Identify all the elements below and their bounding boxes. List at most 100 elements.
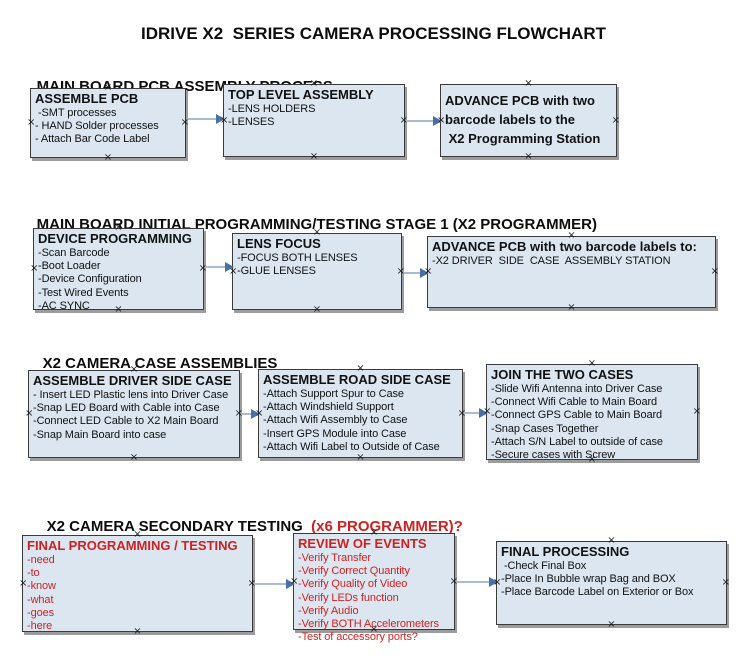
connection-point-icon: × xyxy=(312,304,322,315)
arrow-head-icon xyxy=(216,114,225,124)
box-top-level-assembly: × × × × TOP LEVEL ASSEMBLY -LENS HOLDERS… xyxy=(220,79,408,162)
connection-point-icon: × xyxy=(524,78,533,89)
box-item: -Slide Wifi Antenna into Driver Case xyxy=(491,383,663,395)
connection-point-icon: × xyxy=(587,454,597,465)
box-assemble-pcb: × × × × ASSEMBLE PCB -SMT processes - HA… xyxy=(27,83,189,163)
box-item: -Secure cases with Screw xyxy=(491,449,616,462)
connection-point-icon: × xyxy=(103,82,113,93)
box-item: - Insert LED Plastic lens into Driver Ca… xyxy=(33,389,229,401)
connection-point-icon: × xyxy=(356,363,365,374)
section-heading-text: X2 CAMERA SECONDARY TESTING xyxy=(46,518,312,535)
flow-arrow xyxy=(187,114,225,124)
box-item: -Connect LED Cable to X2 Main Board xyxy=(33,415,219,428)
box-title: TOP LEVEL ASSEMBLY xyxy=(228,87,374,102)
arrow-head-icon xyxy=(489,577,498,587)
box-item: -Place In Bubble wrap Bag and BOX xyxy=(501,573,676,586)
connection-point-icon: × xyxy=(103,152,113,163)
box-item: -Test of accessory ports? xyxy=(298,631,418,644)
connection-point-icon: × xyxy=(247,577,256,589)
box-review-of-events: × × × × REVIEW OF EVENTS -Verify Transfe… xyxy=(290,528,458,644)
arrow-head-icon xyxy=(225,262,234,272)
arrow-head-icon xyxy=(420,268,429,278)
box-item: -Place Barcode Label on Exterior or Box xyxy=(501,586,694,599)
box-title: REVIEW OF EVENTS xyxy=(298,536,427,551)
connection-point-icon: × xyxy=(524,151,533,162)
connection-point-icon: × xyxy=(220,114,229,126)
section-heading-text: X2 CAMERA CASE ASSEMBLIES xyxy=(42,355,278,372)
box-title: JOIN THE TWO CASES xyxy=(491,367,634,382)
box-item: -Verify Audio xyxy=(298,604,359,617)
box-item: -Scan Barcode xyxy=(38,247,110,259)
box-item: - Attach Bar Code Label xyxy=(35,133,150,146)
section-heading-case-assemblies: X2 CAMERA CASE ASSEMBLIES xyxy=(26,338,278,389)
flow-arrow xyxy=(241,409,260,419)
box-title: ADVANCE PCB with two barcode labels to: xyxy=(432,239,697,254)
box-assemble-road-side-case: × × × × ASSEMBLE ROAD SIDE CASE -Attach … xyxy=(255,364,466,463)
connection-point-icon: × xyxy=(114,304,123,315)
box-item: -AC SYNC xyxy=(38,299,90,312)
box-item: -Verify Transfer xyxy=(298,552,371,564)
box-item: -Attach Wifi Label to Outside of Case xyxy=(263,440,440,453)
connection-point-icon: × xyxy=(710,266,719,277)
flow-arrow xyxy=(205,262,234,272)
box-bold-line: ADVANCE PCB with two xyxy=(445,93,595,108)
flow-arrow xyxy=(464,408,488,418)
box-device-programming: × × × × DEVICE PROGRAMMING -Scan Barcode… xyxy=(30,223,207,315)
box-title: ASSEMBLE DRIVER SIDE CASE xyxy=(33,373,232,388)
arrow-head-icon xyxy=(479,408,488,418)
box-final-programming-testing: × × × × FINAL PROGRAMMING / TESTING -nee… xyxy=(19,530,256,637)
connection-point-icon: × xyxy=(424,266,433,277)
section-heading-secondary-testing: X2 CAMERA SECONDARY TESTING (x6 PROGRAMM… xyxy=(30,501,463,552)
box-item: -to xyxy=(27,567,40,580)
box-item: -Snap Cases Together xyxy=(491,422,599,435)
box-item: -Connect GPS Cable to Main Board xyxy=(491,409,663,422)
connection-point-icon: × xyxy=(692,406,701,417)
box-item: -X2 DRIVER SIDE CASE ASSEMBLY STATION xyxy=(432,255,671,267)
connection-point-icon: × xyxy=(19,577,28,589)
connection-point-icon: × xyxy=(129,364,139,375)
box-item: -Test Wired Events xyxy=(38,286,129,299)
box-advance-pcb-to-case-assembly: × × × × ADVANCE PCB with two barcode lab… xyxy=(424,231,719,313)
connection-point-icon: × xyxy=(309,78,319,89)
flow-arrow xyxy=(456,577,498,587)
box-item: -Verify Correct Quantity xyxy=(298,565,410,578)
connection-point-icon: × xyxy=(30,263,39,274)
connection-point-icon: × xyxy=(567,230,576,241)
box-item: -Insert GPS Module into Case xyxy=(263,427,407,440)
box-item: -here xyxy=(27,620,53,633)
connection-point-icon: × xyxy=(493,577,502,588)
box-bold-line: barcode labels to the xyxy=(445,112,576,127)
connection-point-icon: × xyxy=(567,302,576,313)
box-title: ASSEMBLE PCB xyxy=(35,91,139,106)
connection-point-icon: × xyxy=(27,117,36,128)
connection-point-icon: × xyxy=(133,626,142,637)
flow-arrow xyxy=(406,116,442,126)
box-title: FINAL PROGRAMMING / TESTING xyxy=(27,538,238,553)
connection-point-icon: × xyxy=(611,114,620,126)
connection-point-icon: × xyxy=(587,358,597,369)
box-item: -Verify BOTH Accelerometers xyxy=(298,618,439,631)
box-item: -LENS HOLDERS xyxy=(228,103,316,115)
box-item: -FOCUS BOTH LENSES xyxy=(237,252,358,264)
box-item: -Check Final Box xyxy=(501,560,587,572)
box-item: -Verify Quality of Video xyxy=(298,578,408,591)
box-item: -know xyxy=(27,580,56,593)
connection-point-icon: × xyxy=(229,265,238,277)
box-final-processing: × × × × FINAL PROCESSING -Check Final Bo… xyxy=(493,536,730,630)
connection-point-icon: × xyxy=(449,575,458,587)
connection-point-icon: × xyxy=(369,624,379,635)
box-item: -Device Configuration xyxy=(38,273,142,286)
box-item: -goes xyxy=(27,606,55,619)
connection-point-icon: × xyxy=(721,577,730,588)
connection-point-icon: × xyxy=(356,452,365,463)
box-item: -Connect Wifi Cable to Main Board xyxy=(491,396,658,409)
connection-point-icon: × xyxy=(114,222,123,233)
box-item: -Verify LEDs function xyxy=(298,591,399,604)
box-item: - HAND Solder processes xyxy=(35,120,159,133)
box-bold-line: X2 Programming Station xyxy=(445,131,601,146)
box-item: -Boot Loader xyxy=(38,260,101,273)
connection-point-icon: × xyxy=(133,529,142,540)
page-title: IDRIVE X2 SERIES CAMERA PROCESSING FLOWC… xyxy=(140,24,607,43)
connection-point-icon: × xyxy=(290,575,299,587)
box-item: -Attach Windshield Support xyxy=(263,401,394,414)
